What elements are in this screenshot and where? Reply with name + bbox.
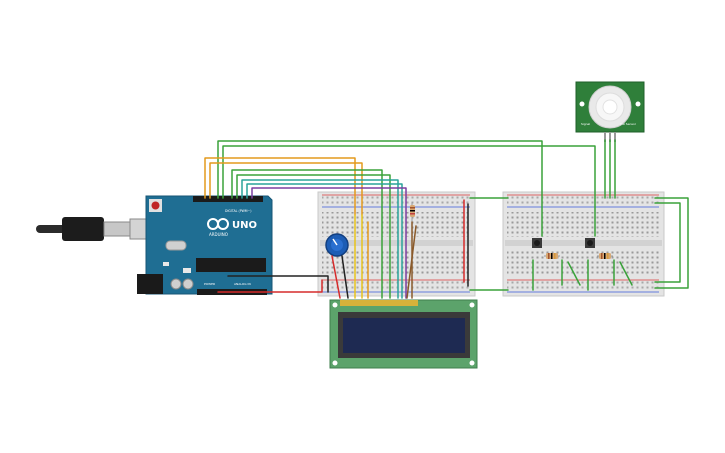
pir-right-label: PIR Sensor [620,122,637,126]
resistor-button-1[interactable] [544,253,560,259]
wire-pot-black[interactable] [341,255,349,299]
analog-label: ANALOG IN [234,282,251,286]
push-button-2[interactable] [585,238,595,248]
wire-pot-red[interactable] [331,255,341,299]
push-button-1[interactable] [532,238,542,248]
wire-lcd-rs[interactable] [204,157,356,216]
digital-label: DIGITAL (PWM~) [225,209,251,213]
wire-lcd-purple[interactable] [251,187,407,299]
uno-logo-text: UNO [232,220,257,231]
resistor-lcd[interactable] [410,202,415,222]
power-label: POWER [204,282,215,286]
wire-5v-red[interactable] [217,279,323,293]
arduino-logo-icon [207,218,229,230]
capacitor [170,278,182,290]
pir-left-label: Signal [581,122,590,126]
arduino-uno-board[interactable]: UNO ARDUINO DIGITAL (PWM~) POWER ANALOG … [137,195,273,295]
microcontroller-chip [196,258,266,272]
wire-lcd-d7[interactable] [246,183,403,299]
pir-motion-sensor[interactable]: Signal PIR Sensor [575,81,645,142]
power-jack[interactable] [137,274,163,294]
wire-pir-signal[interactable] [217,140,543,237]
lcd-pin-header [340,300,418,306]
lcd-screen [343,318,465,353]
capacitor [182,278,194,290]
wire-lcd-d4[interactable] [231,169,383,299]
wire-btn2-c[interactable] [619,261,633,286]
wire-lcd-d6[interactable] [241,179,399,299]
breadboard-right[interactable] [502,191,665,297]
usb-cable[interactable] [36,217,155,241]
wire-right-loop-1[interactable] [654,197,689,289]
crystal [165,240,187,251]
lcd-16x2-display[interactable] [329,299,478,369]
resistor-button-2[interactable] [597,253,613,259]
wires [204,139,689,299]
wire-btn1-c[interactable] [567,261,581,286]
wire-lcd-d5[interactable] [236,174,391,299]
wire-pir-vcc[interactable] [222,145,596,237]
wire-right-loop-2[interactable] [654,202,681,283]
potentiometer[interactable] [325,233,349,257]
wire-gnd-black[interactable] [227,275,329,293]
wire-lcd-en[interactable] [209,162,363,216]
wire-lcd-brown-2[interactable] [406,225,417,299]
digital-header [193,196,263,202]
arduino-brand-text: ARDUINO [209,232,228,237]
